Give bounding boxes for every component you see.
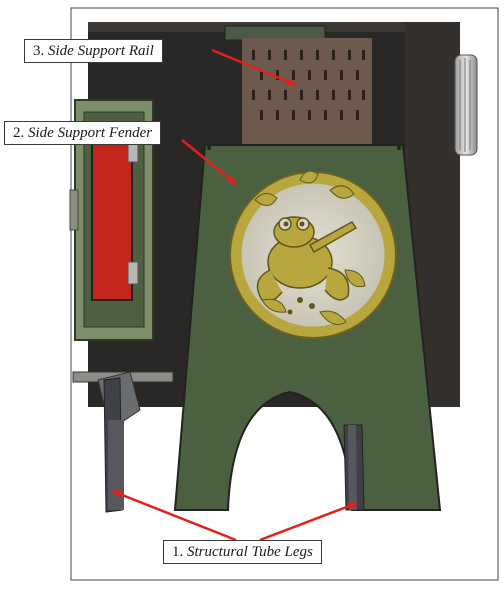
callout-side-support-fender: 2. Side Support Fender <box>4 121 162 145</box>
callout-label: Side Support Rail <box>48 43 154 59</box>
callout-structural-tube-legs: 1. Structural Tube Legs <box>163 540 322 564</box>
callout-side-support-rail: 3. Side Support Rail <box>24 39 163 63</box>
structural-tube-legs <box>103 377 365 513</box>
callout-number: 1. <box>172 544 184 560</box>
arrow-side-support-fender <box>181 139 237 185</box>
callout-label: Side Support Fender <box>28 125 153 141</box>
callout-number: 3. <box>33 43 45 59</box>
callout-number: 2. <box>13 125 25 141</box>
arrow-side-support-rail <box>211 48 297 87</box>
frog-medallion <box>229 170 397 339</box>
callout-label: Structural Tube Legs <box>187 544 313 560</box>
arrow-tube-leg-left <box>111 489 237 542</box>
door-glass <box>91 129 133 301</box>
arrow-tube-leg-right <box>259 501 358 542</box>
fan-icon <box>454 54 478 156</box>
callout-arrows <box>111 48 358 542</box>
image-frame <box>70 7 499 581</box>
